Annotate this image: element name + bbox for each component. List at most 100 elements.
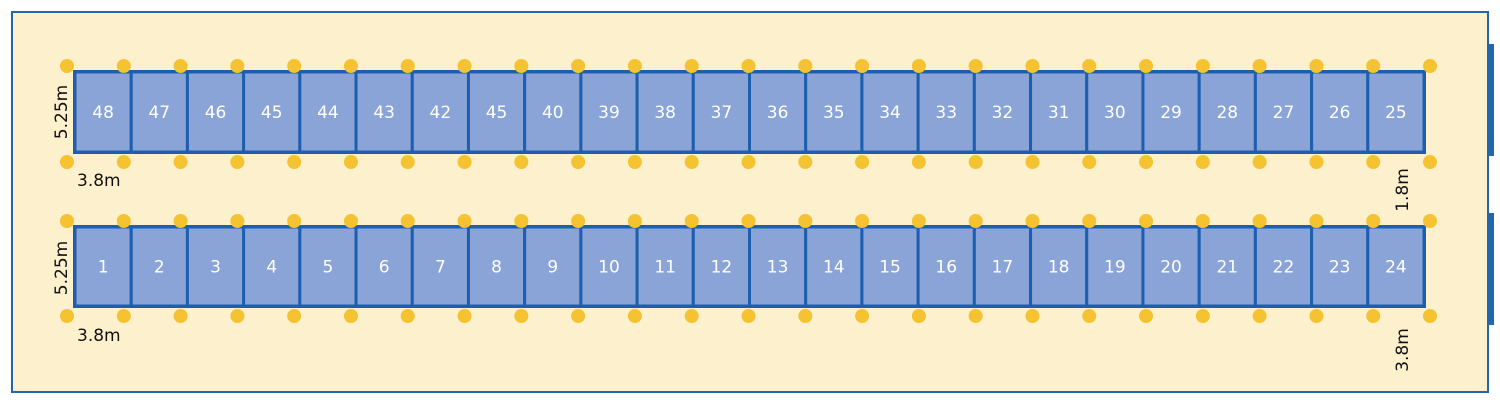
stall-number: 17 xyxy=(992,258,1014,278)
parking-stall[interactable]: 38 xyxy=(635,70,695,154)
pillar-dot xyxy=(1423,59,1437,73)
aisle-dimension-label: 1.8m xyxy=(1393,168,1413,212)
parking-stall[interactable]: 31 xyxy=(1029,70,1089,154)
pillar-dot xyxy=(911,309,926,323)
parking-stall[interactable]: 22 xyxy=(1253,225,1314,308)
right-edge-marker-bottom xyxy=(1488,213,1494,325)
parking-stall[interactable]: 45 xyxy=(242,70,302,154)
parking-stall[interactable]: 33 xyxy=(916,70,976,154)
stall-number: 27 xyxy=(1273,103,1295,123)
parking-stall[interactable]: 7 xyxy=(410,225,470,308)
parking-stall[interactable]: 42 xyxy=(410,70,470,154)
pillar-dot xyxy=(855,214,870,228)
parking-stall[interactable]: 25 xyxy=(1366,70,1426,154)
stall-box xyxy=(579,70,639,154)
parking-stall[interactable]: 16 xyxy=(916,225,976,308)
parking-stall[interactable]: 9 xyxy=(523,225,583,308)
stall-box xyxy=(1029,70,1089,154)
parking-stall[interactable]: 1 xyxy=(73,225,133,308)
parking-stall[interactable]: 19 xyxy=(1085,225,1145,308)
parking-stall[interactable]: 44 xyxy=(298,70,358,154)
pillar-dot xyxy=(627,59,642,73)
parking-stall[interactable]: 8 xyxy=(466,225,527,308)
parking-stall[interactable]: 35 xyxy=(804,70,864,154)
parking-stall[interactable]: 48 xyxy=(73,70,133,154)
parking-stall[interactable]: 37 xyxy=(691,70,752,154)
pillar-dot xyxy=(116,59,131,73)
pillar-dot xyxy=(684,155,699,169)
stall-number: 15 xyxy=(879,258,901,278)
stall-box xyxy=(860,225,920,308)
parking-stall[interactable]: 27 xyxy=(1253,70,1314,154)
pillar-dot xyxy=(684,214,699,228)
parking-stall[interactable]: 3 xyxy=(185,225,246,308)
parking-stall[interactable]: 12 xyxy=(691,225,752,308)
parking-stall[interactable]: 20 xyxy=(1141,225,1201,308)
parking-stall[interactable]: 30 xyxy=(1085,70,1145,154)
stall-number: 2 xyxy=(154,258,165,278)
aisle-dimension-label: 3.8m xyxy=(1393,328,1413,372)
parking-stall[interactable]: 24 xyxy=(1366,225,1426,308)
pillar-dot xyxy=(1139,309,1154,323)
stall-number: 10 xyxy=(598,258,620,278)
pillar-dot xyxy=(855,309,870,323)
stall-number: 29 xyxy=(1160,103,1182,123)
stall-number: 12 xyxy=(711,258,733,278)
stall-box xyxy=(1310,70,1370,154)
pillar-dot xyxy=(116,155,131,169)
stall-box xyxy=(635,70,695,154)
parking-stall[interactable]: 21 xyxy=(1197,225,1257,308)
pillar-dot xyxy=(1195,309,1210,323)
parking-stall[interactable]: 46 xyxy=(185,70,246,154)
pillar-dot xyxy=(627,214,642,228)
parking-stall[interactable]: 18 xyxy=(1029,225,1089,308)
stall-number: 13 xyxy=(767,258,789,278)
parking-stall[interactable]: 34 xyxy=(860,70,920,154)
parking-stall[interactable]: 45 xyxy=(466,70,527,154)
parking-stall[interactable]: 10 xyxy=(579,225,639,308)
pillar-dot xyxy=(1366,309,1381,323)
parking-stall[interactable]: 13 xyxy=(748,225,808,308)
parking-stall[interactable]: 36 xyxy=(748,70,808,154)
parking-stall[interactable]: 47 xyxy=(129,70,189,154)
parking-stall[interactable]: 6 xyxy=(354,225,414,308)
pillar-dot xyxy=(514,59,529,73)
pillar-dot xyxy=(400,309,415,323)
stall-box xyxy=(972,225,1033,308)
pillar-dot xyxy=(1025,59,1040,73)
parking-stall[interactable]: 32 xyxy=(972,70,1033,154)
stall-number: 24 xyxy=(1385,258,1407,278)
parking-stall[interactable]: 14 xyxy=(804,225,864,308)
pillar-dot xyxy=(571,214,586,228)
pillar-dot xyxy=(1195,214,1210,228)
parking-stall[interactable]: 17 xyxy=(972,225,1033,308)
pillar-dot xyxy=(741,214,756,228)
stall-number: 31 xyxy=(1048,103,1070,123)
parking-stall[interactable]: 40 xyxy=(523,70,583,154)
pillar-dot xyxy=(60,59,74,73)
stall-box xyxy=(1085,70,1145,154)
stall-box xyxy=(691,225,752,308)
pillar-dot xyxy=(1309,309,1324,323)
pillar-dot xyxy=(116,214,131,228)
parking-stall[interactable]: 4 xyxy=(242,225,302,308)
pillar-dot xyxy=(627,155,642,169)
pillar-dot xyxy=(1195,59,1210,73)
pillar-dot xyxy=(60,309,74,323)
parking-stall[interactable]: 28 xyxy=(1197,70,1257,154)
parking-stall[interactable]: 23 xyxy=(1310,225,1370,308)
pillar-dot xyxy=(1309,155,1324,169)
parking-stall[interactable]: 5 xyxy=(298,225,358,308)
parking-stall[interactable]: 11 xyxy=(635,225,695,308)
pillar-dot xyxy=(968,214,983,228)
parking-stall[interactable]: 15 xyxy=(860,225,920,308)
stall-number: 4 xyxy=(266,258,277,278)
width-dimension-label: 3.8m xyxy=(77,171,121,191)
parking-stall[interactable]: 43 xyxy=(354,70,414,154)
parking-stall[interactable]: 2 xyxy=(129,225,189,308)
pillar-dot xyxy=(1252,155,1267,169)
parking-stall[interactable]: 26 xyxy=(1310,70,1370,154)
parking-stall[interactable]: 29 xyxy=(1141,70,1201,154)
parking-stall[interactable]: 39 xyxy=(579,70,639,154)
pillar-dot xyxy=(1423,214,1437,228)
